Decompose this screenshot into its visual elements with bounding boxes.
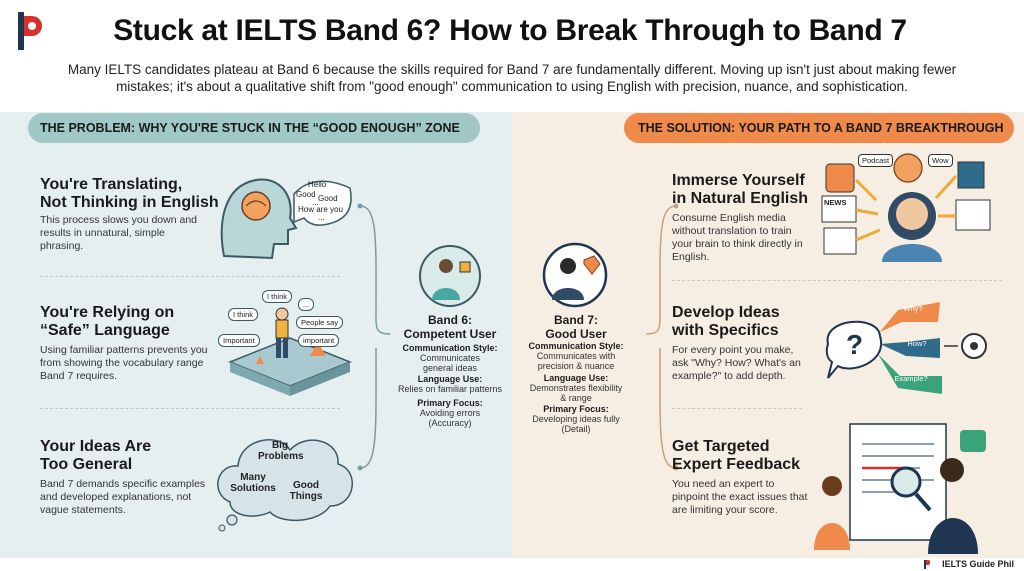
solution-2-body: For every point you make, ask "Why? How?…	[672, 344, 801, 382]
header	[0, 0, 1024, 112]
footer-brand: IELTS Guide Phil	[942, 559, 1014, 569]
right-bracket-connector	[645, 203, 679, 471]
problem-2-body: Using familiar patterns prevents you fro…	[40, 344, 208, 382]
band7-avatar-icon	[542, 242, 608, 308]
solution-banner: The Solution: Your Path to a Band 7 Brea…	[624, 113, 1014, 143]
problem-1-body: This process slows you down and results …	[40, 214, 197, 252]
divider	[672, 408, 802, 409]
solution-1-body: Consume English media without translatio…	[672, 212, 803, 263]
head-brain-speech-icon	[220, 178, 352, 260]
footer	[0, 558, 1024, 571]
page-title: Stuck at IELTS Band 6? How to Break Thro…	[113, 14, 907, 47]
problem-3-body: Band 7 demands specific examples and dev…	[40, 478, 206, 516]
svg-text:?: ?	[846, 329, 863, 360]
divider	[672, 280, 1002, 281]
divider	[40, 408, 340, 409]
divider	[40, 276, 340, 277]
problem-1-title: You're Translating, Not Thinking in Engl…	[40, 176, 219, 211]
question-branch-icon: ?	[825, 302, 987, 394]
footer-logo-icon	[924, 560, 930, 569]
band6-title: Band 6: Competent User	[403, 313, 497, 341]
solution-1-title: Immerse Yourself in Natural English	[672, 172, 809, 207]
vague-cloud-icon	[217, 439, 353, 532]
problem-3-title: Your Ideas Are Too General	[40, 438, 152, 473]
solution-3-body: You need an expert to pinpoint the exact…	[672, 478, 808, 516]
band7-title: Band 7: Good User	[545, 313, 607, 341]
page-subtitle: Many IELTS candidates plateau at Band 6 …	[67, 62, 957, 94]
person-thinking-platform-icon	[227, 307, 353, 396]
band6-avatar-icon	[419, 245, 481, 307]
solution-2-title: Develop Ideas with Specifics	[672, 304, 780, 339]
left-bracket-connector	[357, 203, 391, 471]
problem-2-title: You're Relying on “Safe” Language	[40, 304, 175, 339]
expert-feedback-icon	[814, 423, 986, 554]
media-immersion-icon	[821, 153, 991, 262]
solution-3-title: Get Targeted Expert Feedback	[672, 438, 801, 473]
brand-logo-icon	[18, 12, 42, 50]
problem-banner: The Problem: Why You're Stuck in the “Go…	[28, 113, 480, 143]
